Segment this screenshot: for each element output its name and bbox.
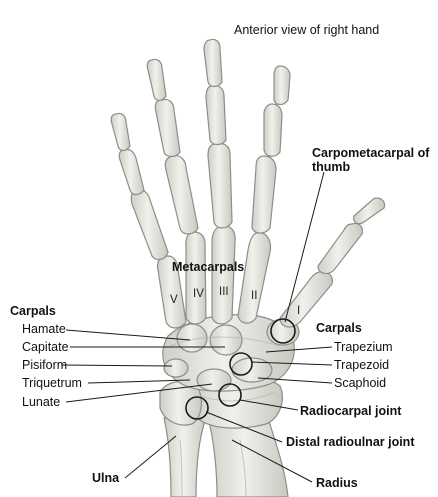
metacarpal-i <box>280 272 332 327</box>
phalanx-i-distal <box>354 198 385 224</box>
phalanx-iii-middle <box>206 85 226 144</box>
label-lunate: Lunate <box>22 395 60 409</box>
label-ulna: Ulna <box>92 471 119 485</box>
leader-ulna <box>125 436 176 478</box>
label-trapezium: Trapezium <box>334 340 393 354</box>
phalanx-iii-distal <box>204 39 222 86</box>
label-capitate: Capitate <box>22 340 69 354</box>
pisiform-bone <box>164 359 188 377</box>
label-roman-i: I <box>297 304 300 318</box>
phalanx-v-distal <box>111 113 130 150</box>
phalanx-iv-middle <box>155 99 180 156</box>
ulna-bone <box>164 418 206 497</box>
phalanx-ii-proximal <box>252 156 276 233</box>
metacarpal-iv <box>186 232 206 324</box>
phalanx-iv-distal <box>147 59 166 100</box>
label-scaphoid: Scaphoid <box>334 376 386 390</box>
label-distal-radioulnar-joint: Distal radioulnar joint <box>286 435 415 449</box>
metacarpal-ii <box>238 232 271 323</box>
phalanx-iii-proximal <box>208 143 232 228</box>
metacarpal-iii <box>212 226 235 324</box>
leader-pisiform <box>62 365 172 366</box>
label-roman-iii: III <box>219 285 229 299</box>
label-trapezoid: Trapezoid <box>334 358 389 372</box>
diagram-title: Anterior view of right hand <box>234 23 379 37</box>
phalanx-iv-proximal <box>165 156 198 234</box>
phalanx-ii-distal <box>274 66 290 105</box>
label-triquetrum: Triquetrum <box>22 376 82 390</box>
capitate-bone <box>210 325 242 355</box>
label-metacarpals: Metacarpals <box>172 260 244 274</box>
lunate-bone <box>197 369 231 391</box>
label-pisiform: Pisiform <box>22 358 67 372</box>
label-radiocarpal-joint: Radiocarpal joint <box>300 404 401 418</box>
label-roman-ii: II <box>251 289 257 303</box>
label-carpometacarpal-line2: thumb <box>312 160 350 174</box>
phalanx-i-proximal <box>318 223 362 273</box>
label-roman-v: V <box>170 293 178 307</box>
label-radius: Radius <box>316 476 358 490</box>
label-carpals-right: Carpals <box>316 321 362 335</box>
label-carpals-left: Carpals <box>10 304 56 318</box>
label-hamate: Hamate <box>22 322 66 336</box>
phalanx-v-middle <box>119 149 144 194</box>
phalanx-v-proximal <box>131 189 168 259</box>
label-carpometacarpal-line1: Carpometacarpal of <box>312 146 429 160</box>
label-roman-iv: IV <box>193 287 204 301</box>
phalanx-ii-middle <box>264 104 282 156</box>
radius-bone <box>208 418 288 497</box>
